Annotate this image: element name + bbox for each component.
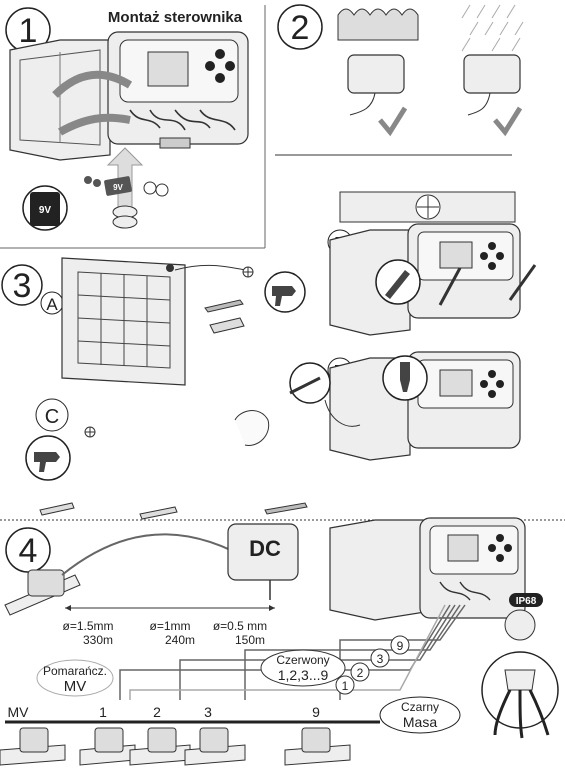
- wire-marker-9-label: 9: [397, 639, 404, 653]
- valve-label-1: 1: [99, 704, 107, 720]
- ip68-connector: [504, 609, 536, 641]
- insert-arrow: [52, 70, 133, 98]
- battery-clip-label: 9V: [113, 183, 123, 192]
- dc-controller: [227, 523, 299, 581]
- wire-spec-1: ø=1.5mm 330m: [62, 619, 113, 647]
- ip68-label: IP68: [516, 596, 537, 607]
- dc-label: DC: [249, 536, 281, 561]
- wire-spec-3: ø=0.5 mm 150m: [213, 619, 267, 647]
- lcd-screen: [147, 51, 189, 87]
- hand-icon: [234, 410, 270, 446]
- controller-body: [107, 31, 249, 149]
- wire-marker-2: [350, 662, 370, 682]
- pencil-icon: [385, 270, 410, 299]
- valve-1: [79, 727, 136, 766]
- checkmark-icon-2: [493, 106, 523, 137]
- step-3-number: 3: [13, 267, 32, 305]
- battery-label: 9V: [39, 205, 52, 216]
- valve-3: [184, 727, 246, 766]
- controller-under-roof: [347, 54, 405, 94]
- hole-arrow: [174, 264, 246, 271]
- black-callout-line2: Masa: [403, 714, 437, 730]
- rain-icon: [461, 4, 524, 52]
- wire-length-3: 150m: [235, 633, 265, 647]
- screw-icon-2: [264, 502, 308, 515]
- panel-b: B: [327, 191, 537, 336]
- wire-length-1: 330m: [83, 633, 113, 647]
- plug-icon-2: [139, 506, 178, 520]
- valve-9: [284, 727, 351, 766]
- orange-callout: [36, 659, 114, 697]
- panel-1-mounting: 1 Montaż sterownika 9V: [5, 5, 266, 248]
- valve-label-2: 2: [153, 704, 161, 720]
- wire-marker-3-label: 3: [377, 652, 384, 666]
- battery-icon: [30, 192, 60, 226]
- step-2-badge: [277, 4, 323, 50]
- wire-length-2: 240m: [165, 633, 195, 647]
- screwdriver-icon: [400, 362, 410, 392]
- valve-solenoid: [27, 569, 65, 597]
- black-callout: [379, 696, 461, 734]
- close-arrow: [58, 113, 131, 136]
- valve-mv: [0, 727, 66, 766]
- checkmark-icon: [378, 106, 408, 137]
- step-1-number: 1: [19, 12, 38, 50]
- panel-4-wiring: 4 DC ø=1.5mm 330m ø=1mm 240m ø=0.5 mm 15…: [0, 517, 559, 766]
- roof-icon: [337, 8, 419, 41]
- plug-icon-1: [39, 502, 75, 516]
- wire-marker-9: [390, 635, 410, 655]
- wire-spec-2: ø=1mm 240m: [149, 619, 195, 647]
- black-callout-line1: Czarny: [401, 700, 439, 714]
- drill-icon-2: [34, 452, 60, 472]
- red-callout-line2: 1,2,3...9: [278, 667, 329, 683]
- wire-marker-1: [335, 675, 355, 695]
- wire-gauge-1: ø=1.5mm: [62, 619, 113, 633]
- screw-icon: [204, 299, 244, 313]
- orange-callout-line2: MV: [64, 678, 87, 695]
- valve-label-mv: MV: [8, 704, 30, 720]
- wire-marker-1-label: 1: [342, 679, 349, 693]
- controller-4: [329, 517, 526, 621]
- ip68-badge: [509, 593, 543, 607]
- wire-gauge-2: ø=1mm: [149, 619, 190, 633]
- sub-c-label: C: [45, 406, 59, 428]
- back-plate: [61, 257, 186, 386]
- step-2-number: 2: [291, 9, 310, 47]
- valve-label-9: 9: [312, 704, 320, 720]
- orange-callout-line1: Pomarańcz.: [43, 664, 107, 678]
- step-4-number: 4: [19, 532, 38, 570]
- step-3-badge: [1, 264, 43, 306]
- wire-marker-3: [370, 648, 390, 668]
- page-title: Montaż sterownika: [108, 9, 243, 26]
- red-callout-line1: Czerwony: [276, 653, 329, 667]
- pencil-mark: [438, 264, 537, 306]
- sub-c-badge: [35, 398, 69, 432]
- panel-2-protection: 2: [275, 4, 524, 156]
- red-callout: [260, 649, 346, 687]
- controller-open-cover: [9, 39, 111, 161]
- wire-marker-2-label: 2: [357, 666, 364, 680]
- wall-plug-icon: [209, 317, 245, 334]
- battery-clip-icon: [104, 176, 132, 196]
- controller-in-rain: [463, 54, 521, 94]
- panel-d: D: [234, 351, 521, 461]
- valve-label-3: 3: [204, 704, 212, 720]
- wire-gauge-3: ø=0.5 mm: [213, 619, 267, 633]
- sub-a-label: A: [46, 295, 58, 314]
- valve-2: [129, 727, 191, 766]
- panel-3-wall-mount: 3 A C: [0, 247, 565, 521]
- drill-icon: [272, 286, 296, 306]
